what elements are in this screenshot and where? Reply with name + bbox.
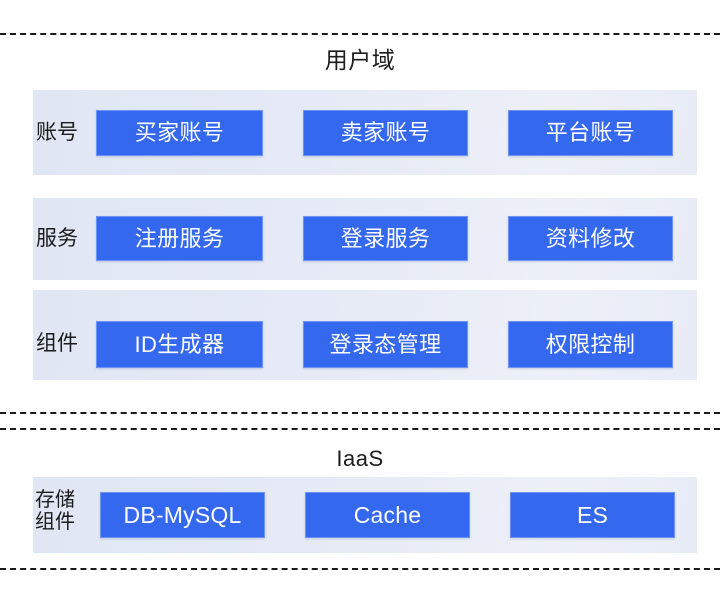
node-register-service[interactable]: 注册服务 [96, 216, 263, 261]
zone-title-iaas: IaaS [336, 446, 384, 471]
node-login-service[interactable]: 登录服务 [303, 216, 468, 261]
node-profile-edit[interactable]: 资料修改 [508, 216, 673, 261]
divider-iaas-top [0, 428, 720, 430]
node-es[interactable]: ES [510, 492, 675, 538]
node-id-generator[interactable]: ID生成器 [96, 321, 263, 368]
divider-user-domain-bottom [0, 412, 720, 414]
node-platform-account[interactable]: 平台账号 [508, 110, 673, 156]
row-label-component: 组件 [36, 332, 78, 355]
node-seller-account[interactable]: 卖家账号 [303, 110, 468, 156]
node-buyer-account[interactable]: 买家账号 [96, 110, 263, 156]
node-db-mysql[interactable]: DB-MySQL [100, 492, 265, 538]
node-session-management[interactable]: 登录态管理 [303, 321, 468, 368]
row-label-storage-line-2: 组件 [35, 511, 75, 534]
row-label-storage: 存储 组件 [35, 489, 75, 534]
row-label-service: 服务 [36, 227, 78, 250]
node-cache[interactable]: Cache [305, 492, 470, 538]
divider-bottom [0, 568, 720, 570]
zone-title-user-domain: 用户域 [324, 47, 396, 73]
divider-top [0, 33, 720, 35]
node-permission-control[interactable]: 权限控制 [508, 321, 673, 368]
row-label-storage-line-1: 存储 [35, 489, 75, 511]
row-label-account: 账号 [36, 121, 78, 144]
